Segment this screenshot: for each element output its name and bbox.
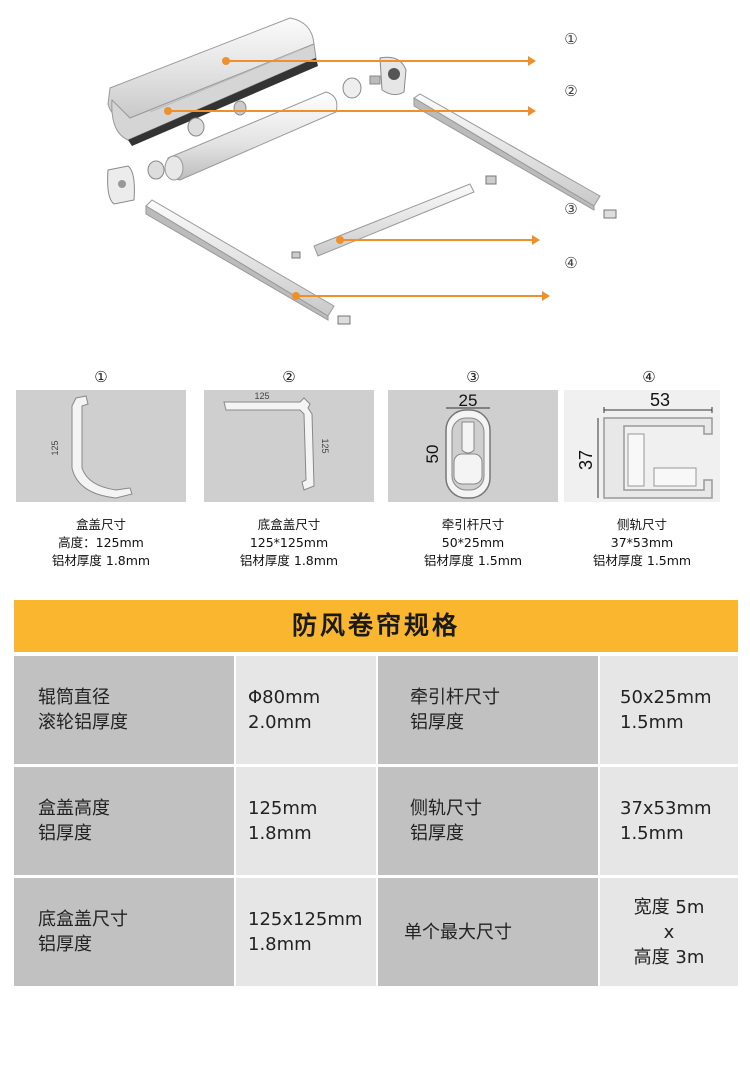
- spec-label-text: 辊筒直径 滚轮铝厚度: [38, 687, 128, 733]
- callout-number-2: ②: [564, 82, 578, 100]
- spec-label-text: 底盒盖尺寸 铝厚度: [38, 909, 128, 955]
- spec-value-max-size: 宽度 5m x 高度 3m: [600, 878, 738, 986]
- roller-tube-part: [147, 77, 362, 181]
- spec-label-text: 侧轨尺寸 铝厚度: [410, 798, 482, 844]
- dimension-height: 125: [50, 440, 60, 455]
- profile-number: ④: [642, 368, 656, 386]
- profile-name: 底盒盖尺寸: [257, 517, 321, 532]
- profile-name: 牵引杆尺寸: [441, 517, 505, 532]
- profile-dimension: 125*125mm: [249, 535, 329, 550]
- profile-thickness: 铝材厚度 1.8mm: [239, 553, 339, 568]
- profile-image: 25 50: [388, 390, 558, 502]
- profile-image: 53 37: [564, 390, 720, 502]
- dimension-width: 25: [459, 391, 478, 410]
- dimension-width: 53: [650, 390, 670, 410]
- profile-thickness: 铝材厚度 1.8mm: [51, 553, 151, 568]
- spec-value-text: 125x125mm 1.8mm: [248, 909, 363, 955]
- dimension-height: 37: [576, 450, 596, 470]
- spec-table-title: 防风卷帘规格: [14, 600, 738, 652]
- profile-number: ①: [94, 368, 108, 386]
- spec-label-side-rail: 侧轨尺寸 铝厚度: [378, 767, 598, 875]
- profile-description: 牵引杆尺寸 50*25mm 铝材厚度 1.5mm: [368, 516, 578, 570]
- dimension-height: 125: [320, 438, 330, 453]
- spec-value-text: 宽度 5m x 高度 3m: [633, 896, 705, 968]
- profile-dimension: 50*25mm: [441, 535, 505, 550]
- cassette-cover-part: [107, 17, 318, 146]
- side-rail-profile-drawing: 53 37: [576, 390, 713, 499]
- profile-description: 底盒盖尺寸 125*125mm 铝材厚度 1.8mm: [184, 516, 394, 570]
- profile-description: 侧轨尺寸 37*53mm 铝材厚度 1.5mm: [537, 516, 747, 570]
- profile-thickness: 铝材厚度 1.5mm: [423, 553, 523, 568]
- callout-arrows: [164, 56, 550, 301]
- spec-value-bottom-cover: 125x125mm 1.8mm: [236, 878, 376, 986]
- profile-name: 盒盖尺寸: [75, 517, 126, 532]
- arrow-3: [336, 235, 540, 245]
- left-side-rail-part: [145, 199, 351, 325]
- spec-label-text: 单个最大尺寸: [404, 921, 512, 943]
- profile-image: 125 125: [204, 390, 374, 502]
- arrow-4: [292, 291, 550, 301]
- profile-number: ③: [466, 368, 480, 386]
- pull-bar-part: [313, 175, 497, 257]
- dimension-height: 50: [423, 445, 442, 464]
- arrow-2: [164, 106, 536, 116]
- spec-value-text: 37x53mm 1.5mm: [620, 798, 712, 844]
- exploded-diagram: ① ② ③ ④: [0, 0, 750, 340]
- spec-value-cover-height: 125mm 1.8mm: [236, 767, 376, 875]
- spec-value-text: Φ80mm 2.0mm: [248, 687, 321, 733]
- profile-description: 盒盖尺寸 高度：125mm 铝材厚度 1.8mm: [0, 516, 206, 570]
- profile-number: ②: [282, 368, 296, 386]
- profile-image: 125: [16, 390, 186, 502]
- pull-bar-profile-drawing: 25 50: [423, 391, 491, 499]
- spec-value-pull-bar: 50x25mm 1.5mm: [600, 656, 738, 764]
- callout-number-4: ④: [564, 254, 578, 272]
- arrow-1: [222, 56, 536, 66]
- exploded-assembly-illustration: [107, 17, 617, 325]
- spec-label-cover-height: 盒盖高度 铝厚度: [14, 767, 234, 875]
- spec-label-roller: 辊筒直径 滚轮铝厚度: [14, 656, 234, 764]
- spec-label-pull-bar: 牵引杆尺寸 铝厚度: [378, 656, 598, 764]
- spec-label-text: 牵引杆尺寸 铝厚度: [410, 687, 500, 733]
- bottom-cover-profile-drawing: 125 125: [223, 391, 330, 491]
- profile-name: 侧轨尺寸: [616, 517, 667, 532]
- dimension-width: 125: [254, 391, 269, 401]
- cassette-cover-profile-drawing: 125: [50, 395, 133, 499]
- callout-number-1: ①: [564, 30, 578, 48]
- end-caps-part: [107, 56, 407, 205]
- profile-dimension: 37*53mm: [610, 535, 674, 550]
- spec-value-text: 125mm 1.8mm: [248, 798, 318, 844]
- spec-value-side-rail: 37x53mm 1.5mm: [600, 767, 738, 875]
- spec-label-text: 盒盖高度 铝厚度: [38, 798, 110, 844]
- profile-dimension: 高度：125mm: [58, 535, 144, 550]
- profile-thickness: 铝材厚度 1.5mm: [592, 553, 692, 568]
- spec-value-roller: Φ80mm 2.0mm: [236, 656, 376, 764]
- spec-label-max-size: 单个最大尺寸: [378, 878, 598, 986]
- spec-label-bottom-cover: 底盒盖尺寸 铝厚度: [14, 878, 234, 986]
- callout-number-3: ③: [564, 200, 578, 218]
- right-side-rail-part: [413, 93, 617, 219]
- spec-value-text: 50x25mm 1.5mm: [620, 687, 712, 733]
